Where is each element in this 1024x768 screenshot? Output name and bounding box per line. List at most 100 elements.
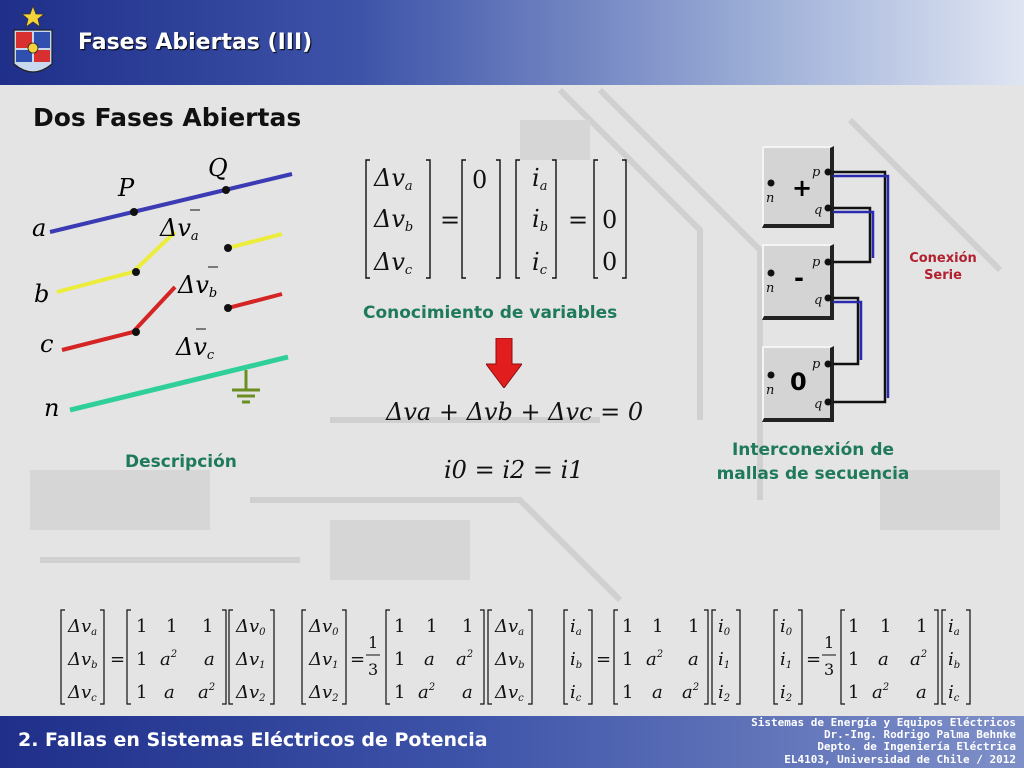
svg-text:ic: ic [532, 248, 548, 278]
svg-text:1: 1 [166, 616, 177, 637]
footer-bar [0, 716, 1024, 768]
delta-vb-label: Δvb [177, 271, 217, 301]
svg-text:1: 1 [394, 682, 405, 703]
sum-voltage-equation: Δva + Δvb + Δvc = 0 [386, 398, 644, 426]
point-label-p: P [117, 174, 135, 202]
svg-text:ia: ia [948, 616, 960, 638]
svg-text:a2: a2 [456, 649, 473, 670]
svg-text:a2: a2 [198, 682, 215, 703]
svg-text:q: q [814, 203, 822, 218]
phase-label-b: b [34, 280, 49, 308]
svg-text:Δv2: Δv2 [308, 682, 339, 704]
svg-text:Δv0: Δv0 [308, 616, 339, 638]
svg-text:a: a [204, 649, 215, 670]
svg-text:1: 1 [202, 616, 213, 637]
svg-text:p: p [812, 255, 821, 270]
svg-text:1: 1 [688, 616, 699, 637]
svg-text:=: = [806, 649, 821, 670]
svg-text:q: q [814, 293, 822, 308]
svg-text:ib: ib [570, 649, 582, 671]
negative-sequence-network: - [762, 244, 834, 320]
svg-text:a2: a2 [160, 649, 177, 670]
svg-text:Δvb: Δvb [494, 649, 525, 671]
phase-b-switch [131, 230, 177, 274]
svg-text:3: 3 [368, 660, 378, 679]
svg-text:ia: ia [532, 164, 547, 194]
svg-text:ic: ic [570, 682, 582, 704]
phase-a-left [49, 210, 134, 234]
svg-text:=: = [440, 206, 460, 234]
svg-text:i1: i1 [780, 649, 792, 671]
svg-text:1: 1 [136, 649, 147, 670]
svg-text:1: 1 [824, 633, 834, 652]
svg-text:ib: ib [532, 205, 548, 235]
svg-text:a2: a2 [910, 649, 927, 670]
svg-text:1: 1 [136, 682, 147, 703]
svg-text:p: p [812, 357, 821, 372]
phase-c-left [61, 330, 134, 352]
svg-text:a: a [916, 682, 927, 703]
svg-text:=: = [110, 649, 125, 670]
svg-text:Δva: Δva [373, 164, 413, 194]
phase-label-c: c [40, 330, 53, 358]
footer-chapter-title: 2. Fallas en Sistemas Eléctricos de Pote… [18, 729, 488, 751]
svg-text:Δvc: Δvc [494, 682, 524, 704]
svg-text:a2: a2 [872, 682, 889, 703]
zero-sequence-network: 0 [762, 346, 834, 422]
svg-text:a2: a2 [418, 682, 435, 703]
svg-text:=: = [568, 206, 588, 234]
current-equality-equation: i0 = i2 = i1 [444, 456, 584, 484]
svg-text:1: 1 [136, 616, 147, 637]
svg-text:0: 0 [602, 206, 617, 234]
interconexion-label: Interconexión de mallas de secuencia [716, 440, 910, 484]
svg-text:1: 1 [394, 616, 405, 637]
svg-text:n: n [766, 191, 774, 206]
svg-text:a: a [424, 649, 435, 670]
svg-text:=: = [596, 649, 611, 670]
phase-c-switch [131, 285, 177, 334]
series-connection-wiring: n p q n p q n p q [766, 165, 890, 412]
svg-text:a2: a2 [646, 649, 663, 670]
svg-text:a: a [164, 682, 175, 703]
svg-text:3: 3 [824, 660, 834, 679]
phase-b-left [56, 270, 134, 294]
svg-text:1: 1 [880, 616, 891, 637]
svg-text:Δv2: Δv2 [235, 682, 266, 704]
svg-text:1: 1 [426, 616, 437, 637]
svg-text:i0: i0 [780, 616, 793, 638]
svg-text:i2: i2 [780, 682, 792, 704]
footer-credits: Sistemas de Energía y Equipos Eléctricos… [751, 716, 1016, 766]
svg-text:a: a [688, 649, 699, 670]
svg-text:n: n [766, 383, 774, 398]
svg-text:Δv0: Δv0 [235, 616, 266, 638]
svg-text:ic: ic [948, 682, 960, 704]
svg-text:ia: ia [570, 616, 582, 638]
section-heading: Dos Fases Abiertas [33, 103, 302, 132]
university-logo [13, 4, 53, 73]
svg-text:Δva: Δva [67, 616, 97, 638]
svg-text:1: 1 [916, 616, 927, 637]
svg-text:q: q [814, 397, 822, 412]
conexion-serie-label: Conexión Serie [909, 251, 977, 283]
phase-n-line [69, 354, 289, 413]
svg-text:1: 1 [394, 649, 405, 670]
svg-text:Δva: Δva [494, 616, 524, 638]
svg-text:1: 1 [848, 682, 859, 703]
page-title: Fases Abiertas (III) [78, 30, 313, 55]
svg-text:a: a [878, 649, 889, 670]
svg-text:a2: a2 [682, 682, 699, 703]
svg-text:1: 1 [462, 616, 473, 637]
svg-text:Δv1: Δv1 [235, 649, 266, 671]
svg-text:1: 1 [848, 649, 859, 670]
point-label-q: Q [208, 154, 228, 182]
svg-text:Δvb: Δvb [67, 649, 98, 671]
svg-text:i2: i2 [718, 682, 730, 704]
variables-matrix-equations: Δva Δvb Δvc ia ib ic 0 = = 0 0 [365, 159, 627, 279]
svg-text:a: a [462, 682, 473, 703]
header-bar [0, 0, 1024, 85]
zero-sign: 0 [790, 368, 807, 396]
conocimiento-label: Conocimiento de variables [363, 303, 618, 323]
delta-va-label: Δva [159, 214, 199, 244]
svg-text:ib: ib [948, 649, 960, 671]
